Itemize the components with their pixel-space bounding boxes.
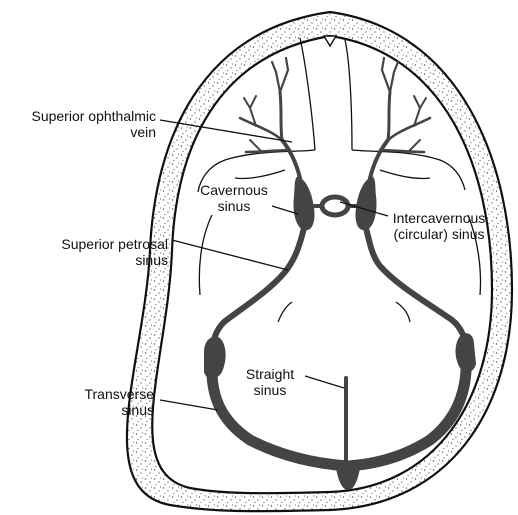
label-transverse-sinus-line2: sinus <box>84 402 154 418</box>
label-transverse-sinus-line1: Transverse <box>84 386 154 402</box>
superior-ophthalmic-veins <box>240 58 430 178</box>
sinus-loop <box>212 228 466 470</box>
label-superior-petrosal-sinus-line2: sinus <box>61 252 168 268</box>
label-straight-sinus-line1: Straight <box>232 366 308 382</box>
label-straight-sinus: Straight sinus <box>232 366 308 398</box>
sigmoid-right <box>456 333 477 372</box>
sigmoid-left <box>204 337 226 379</box>
cavernous-sinus-left <box>293 176 314 230</box>
label-cavernous-sinus-line2: sinus <box>194 198 274 214</box>
crista-galli <box>324 36 336 46</box>
label-superior-petrosal-sinus: Superior petrosal sinus <box>61 236 168 268</box>
label-cavernous-sinus: Cavernous sinus <box>194 182 274 214</box>
label-intercavernous-sinus-line1: Intercavernous <box>380 210 498 226</box>
label-superior-petrosal-sinus-line1: Superior petrosal <box>61 236 168 252</box>
label-transverse-sinus: Transverse sinus <box>84 386 154 418</box>
label-cavernous-sinus-line1: Cavernous <box>194 182 274 198</box>
skull-outline <box>127 12 512 511</box>
label-straight-sinus-line2: sinus <box>232 382 308 398</box>
confluence-of-sinuses <box>336 468 360 490</box>
intercavernous-sinus <box>322 197 348 215</box>
label-intercavernous-sinus-line2: (circular) sinus <box>380 226 498 242</box>
label-superior-ophthalmic-vein-line2: vein <box>31 124 156 140</box>
cavernous-sinus-right <box>355 176 376 230</box>
label-superior-ophthalmic-vein: Superior ophthalmic vein <box>31 108 156 140</box>
label-superior-ophthalmic-vein-line1: Superior ophthalmic <box>31 108 156 124</box>
label-intercavernous-sinus: Intercavernous (circular) sinus <box>380 210 498 242</box>
